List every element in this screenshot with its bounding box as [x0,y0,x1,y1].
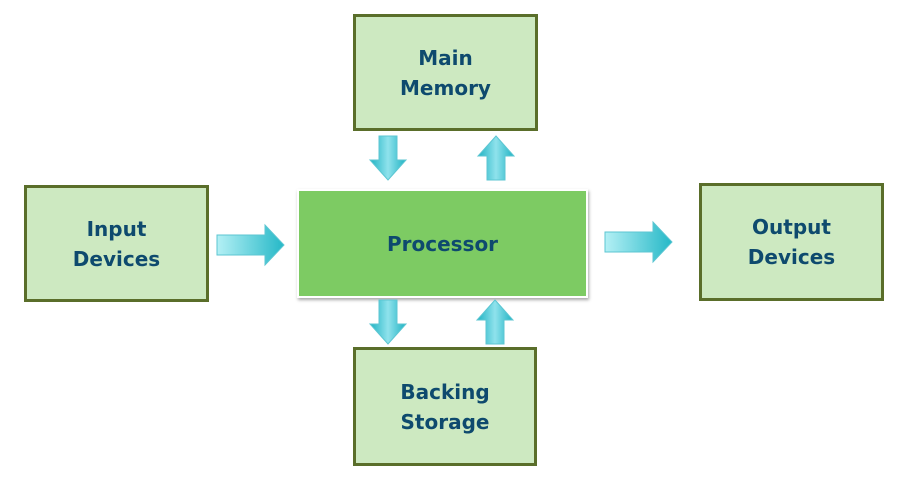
arrow-backing-to-processor [475,299,515,345]
output-devices-label: Output Devices [747,215,836,269]
arrow-processor-to-backing [368,299,408,345]
processor-label: Processor [386,231,499,256]
arrow-input-to-processor [216,223,285,267]
backing-storage-label: Backing Storage [400,379,490,434]
input-devices-box: Input Devices [24,185,209,302]
arrow-memory-to-processor [368,135,408,181]
backing-storage-box: Backing Storage [353,347,537,466]
main-memory-box: Main Memory [353,14,538,131]
processor-box: Processor [297,189,588,298]
arrow-processor-to-output [604,220,673,264]
arrow-processor-to-memory [476,135,516,181]
input-devices-label: Input Devices [72,216,161,271]
main-memory-label: Main Memory [400,45,491,100]
output-devices-box: Output Devices [699,183,884,301]
